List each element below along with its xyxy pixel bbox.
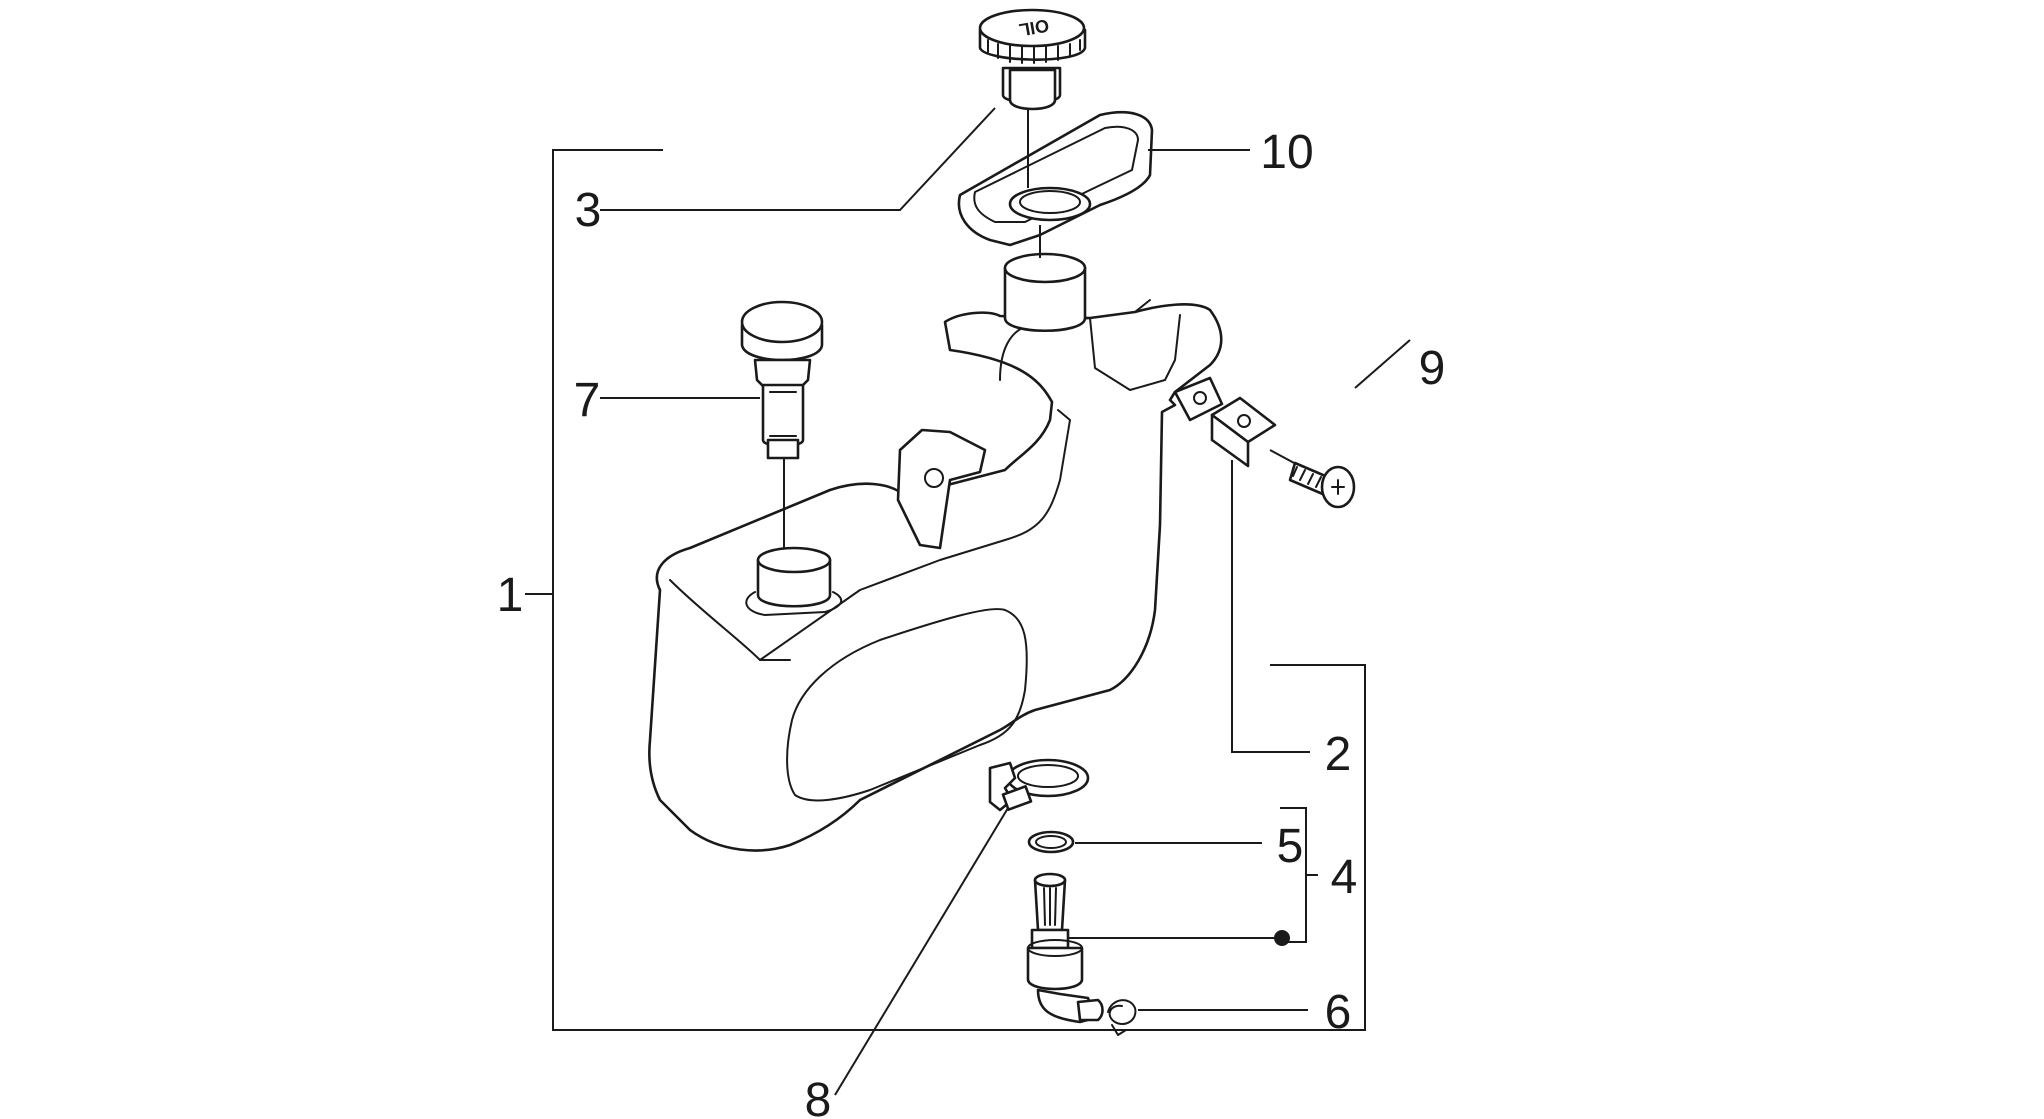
callout-7: 7	[574, 374, 601, 427]
callout-6: 6	[1325, 986, 1352, 1039]
assembly-bracket-4	[1280, 807, 1318, 943]
retaining-clip	[1210, 396, 1277, 468]
filler-seal-cup	[957, 111, 1154, 247]
callout-1: 1	[497, 569, 524, 622]
leader-dot	[1274, 930, 1290, 946]
oil-filler-neck	[745, 546, 843, 616]
callout-2: 2	[1325, 728, 1352, 781]
callout-9: 9	[1419, 342, 1446, 395]
callout-8: 8	[805, 1074, 832, 1119]
callout-3: 3	[575, 184, 602, 237]
spring-clip	[1107, 999, 1137, 1036]
filler-cap: OIL	[978, 8, 1087, 111]
callout-5: 5	[1277, 820, 1304, 873]
screw	[1269, 449, 1356, 509]
leader-lines	[600, 107, 1411, 1096]
o-ring-inner	[1035, 835, 1067, 849]
oil-cap-dipstick	[740, 300, 824, 548]
hose-clamp	[988, 758, 1090, 812]
assembly-bracket-1	[525, 149, 1366, 1031]
fuel-tap	[1026, 872, 1104, 1024]
callout-10: 10	[1260, 126, 1313, 179]
callout-4: 4	[1331, 851, 1358, 904]
fuel-tank	[648, 252, 1224, 852]
filler-neck	[1003, 252, 1087, 332]
